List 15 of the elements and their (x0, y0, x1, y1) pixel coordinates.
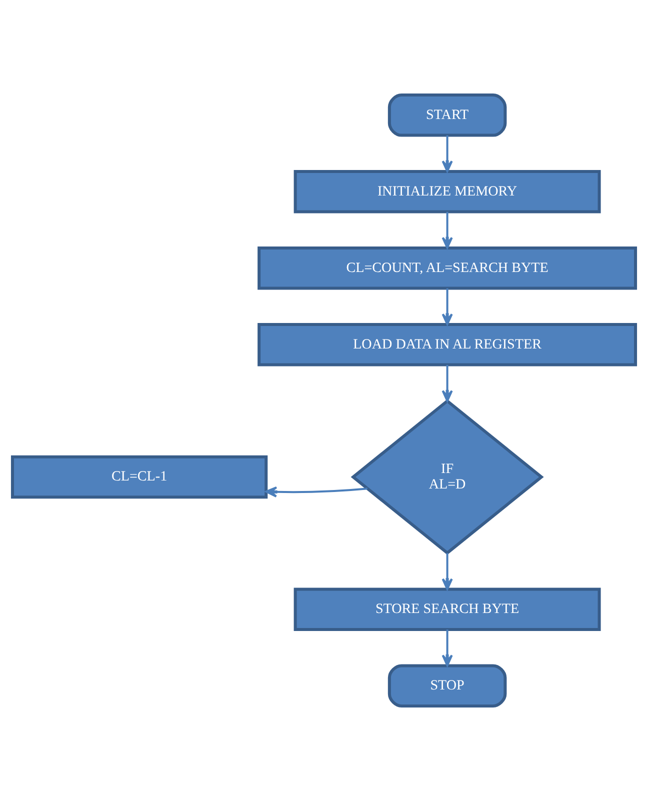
node-box: LOAD DATA IN AL REGISTER (258, 323, 638, 366)
arrow (265, 486, 368, 498)
arrow (442, 364, 453, 402)
node-box: INITIALIZE MEMORY (294, 170, 601, 214)
node-box: STORE SEARCH BYTE (294, 588, 601, 631)
arrow (442, 553, 453, 590)
arrow (442, 288, 453, 326)
node-box: CL=CL-1 (10, 455, 268, 499)
arrow (442, 630, 453, 666)
node-diamond: IF AL=D (350, 399, 544, 555)
arrow (442, 135, 453, 172)
node-box: START (388, 94, 507, 137)
node-box: CL=COUNT, AL=SEARCH BYTE (258, 246, 638, 290)
node-box: STOP (388, 664, 507, 708)
arrow (442, 212, 453, 249)
